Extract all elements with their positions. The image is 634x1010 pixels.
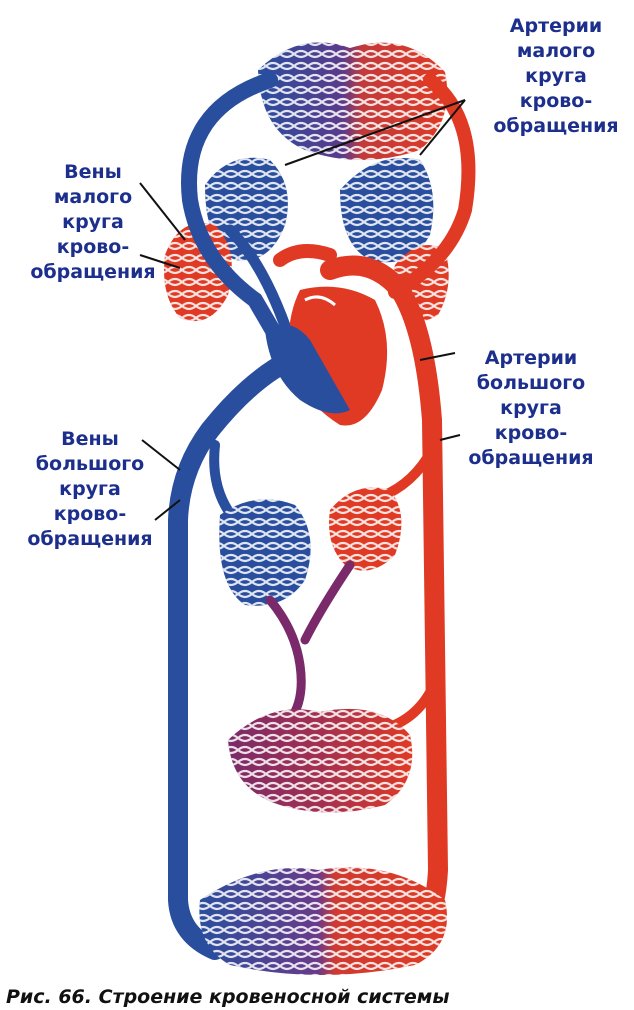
label-line: крово-	[482, 89, 630, 114]
label-line: обращения	[10, 527, 170, 552]
label-line: большого	[10, 452, 170, 477]
label-line: круга	[18, 210, 168, 235]
label-line: Вены	[10, 427, 170, 452]
label-pulmonary-veins: Вены малого круга крово- обращения	[18, 160, 168, 285]
label-pulmonary-arteries: Артерии малого круга крово- обращения	[482, 14, 630, 139]
label-line: малого	[482, 39, 630, 64]
label-line: Вены	[18, 160, 168, 185]
organ-capillary-right	[329, 488, 401, 571]
label-line: обращения	[482, 114, 630, 139]
label-line: крово-	[448, 421, 614, 446]
label-line: малого	[18, 185, 168, 210]
label-line: Артерии	[448, 346, 614, 371]
label-line: обращения	[448, 446, 614, 471]
label-line: круга	[448, 396, 614, 421]
label-line: Артерии	[482, 14, 630, 39]
label-systemic-veins: Вены большого круга крово- обращения	[10, 427, 170, 552]
label-line: обращения	[18, 260, 168, 285]
label-line: крово-	[18, 235, 168, 260]
figure-caption: Рис. 66. Строение кровеносной системы	[6, 986, 626, 1010]
organ-capillary-left	[219, 499, 310, 605]
label-line: круга	[482, 64, 630, 89]
label-line: крово-	[10, 502, 170, 527]
lung-capillary-top	[258, 42, 447, 160]
label-systemic-arteries: Артерии большого круга крово- обращения	[448, 346, 614, 471]
label-line: большого	[448, 371, 614, 396]
label-line: круга	[10, 477, 170, 502]
body-capillary-bottom	[199, 867, 447, 975]
organ-capillary-lower	[228, 709, 412, 813]
